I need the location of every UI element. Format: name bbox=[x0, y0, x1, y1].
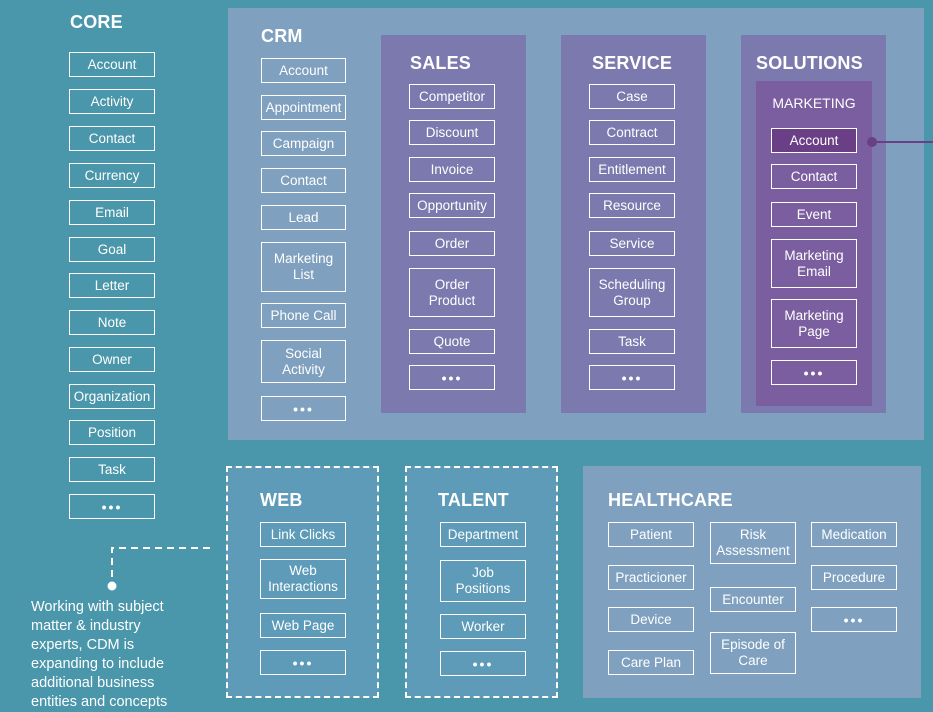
service-title: SERVICE bbox=[592, 53, 673, 73]
note-line: additional business bbox=[31, 675, 155, 691]
healthcare-item-practicioner: Practicioner bbox=[608, 565, 694, 590]
service-item-service: Service bbox=[589, 231, 675, 256]
core-item-email: Email bbox=[69, 200, 155, 225]
web-item-web-interactions: Web Interactions bbox=[260, 559, 346, 599]
core-item-goal: Goal bbox=[69, 237, 155, 262]
web-title: WEB bbox=[260, 490, 303, 510]
talent-title: TALENT bbox=[438, 490, 509, 510]
crm-item-appointment: Appointment bbox=[261, 95, 346, 120]
sales-item-competitor: Competitor bbox=[409, 84, 495, 109]
service-item-more: ••• bbox=[589, 365, 675, 390]
service-item-task: Task bbox=[589, 329, 675, 354]
web-item-more: ••• bbox=[260, 650, 346, 675]
solutions-item-more: ••• bbox=[771, 360, 857, 385]
solutions-item-account: Account bbox=[771, 128, 857, 153]
service-item-entitlement: Entitlement bbox=[589, 157, 675, 182]
sales-item-order-product: Order Product bbox=[409, 268, 495, 317]
sales-item-invoice: Invoice bbox=[409, 157, 495, 182]
service-item-resource: Resource bbox=[589, 193, 675, 218]
healthcare-item-risk-assessment: Risk Assessment bbox=[710, 522, 796, 564]
marketing-title: MARKETING bbox=[772, 95, 856, 111]
core-item-position: Position bbox=[69, 420, 155, 445]
talent-item-worker: Worker bbox=[440, 614, 526, 639]
service-item-scheduling-group: Scheduling Group bbox=[589, 268, 675, 317]
healthcare-item-episode-of-care: Episode of Care bbox=[710, 632, 796, 674]
talent-item-more: ••• bbox=[440, 651, 526, 676]
solutions-item-contact: Contact bbox=[771, 164, 857, 189]
sales-item-order: Order bbox=[409, 231, 495, 256]
healthcare-panel bbox=[583, 466, 921, 698]
core-item-note: Note bbox=[69, 310, 155, 335]
solutions-item-event: Event bbox=[771, 202, 857, 227]
healthcare-item-care-plan: Care Plan bbox=[608, 650, 694, 675]
connector-dot-icon bbox=[107, 581, 117, 591]
sales-panel bbox=[381, 35, 526, 413]
crm-item-contact: Contact bbox=[261, 168, 346, 193]
note-line: Working with subject bbox=[31, 599, 164, 615]
note-text: Working with subject matter & industry exp… bbox=[31, 598, 211, 712]
solutions-item-marketing-page: Marketing Page bbox=[771, 299, 857, 348]
service-item-case: Case bbox=[589, 84, 675, 109]
note-line: entities and concepts bbox=[31, 694, 168, 710]
talent-panel bbox=[405, 466, 558, 698]
sales-item-opportunity: Opportunity bbox=[409, 193, 495, 218]
service-item-contract: Contract bbox=[589, 120, 675, 145]
core-item-letter: Letter bbox=[69, 273, 155, 298]
core-item-account: Account bbox=[69, 52, 155, 77]
note-line: expanding to include bbox=[31, 656, 165, 672]
connector-left bbox=[107, 547, 210, 591]
healthcare-item-more: ••• bbox=[811, 607, 897, 632]
web-panel bbox=[226, 466, 379, 698]
sales-title: SALES bbox=[410, 53, 472, 73]
solutions-item-marketing-email: Marketing Email bbox=[771, 239, 857, 288]
crm-item-social-activity: Social Activity bbox=[261, 340, 346, 383]
connector-right bbox=[867, 137, 933, 147]
crm-item-more: ••• bbox=[261, 396, 346, 421]
crm-item-marketing-list: Marketing List bbox=[261, 242, 346, 292]
web-item-link-clicks: Link Clicks bbox=[260, 522, 346, 547]
core-item-contact: Contact bbox=[69, 126, 155, 151]
sales-item-quote: Quote bbox=[409, 329, 495, 354]
healthcare-item-patient: Patient bbox=[608, 522, 694, 547]
core-title: CORE bbox=[70, 12, 123, 32]
web-item-web-page: Web Page bbox=[260, 613, 346, 638]
healthcare-item-procedure: Procedure bbox=[811, 565, 897, 590]
talent-item-job-positions: Job Positions bbox=[440, 560, 526, 602]
solutions-title: SOLUTIONS bbox=[756, 53, 863, 73]
talent-item-department: Department bbox=[440, 522, 526, 547]
healthcare-item-encounter: Encounter bbox=[710, 587, 796, 612]
core-item-activity: Activity bbox=[69, 89, 155, 114]
service-panel bbox=[561, 35, 706, 413]
crm-item-lead: Lead bbox=[261, 205, 346, 230]
note-line: matter & industry bbox=[31, 618, 141, 634]
crm-item-phone-call: Phone Call bbox=[261, 303, 346, 328]
core-item-organization: Organization bbox=[69, 384, 155, 409]
crm-item-campaign: Campaign bbox=[261, 131, 346, 156]
sales-item-discount: Discount bbox=[409, 120, 495, 145]
crm-item-account: Account bbox=[261, 58, 346, 83]
sales-item-more: ••• bbox=[409, 365, 495, 390]
healthcare-title: HEALTHCARE bbox=[608, 490, 733, 510]
healthcare-item-device: Device bbox=[608, 607, 694, 632]
connector-dot-icon bbox=[867, 137, 877, 147]
core-item-currency: Currency bbox=[69, 163, 155, 188]
core-item-more: ••• bbox=[69, 494, 155, 519]
core-item-task: Task bbox=[69, 457, 155, 482]
note-line: experts, CDM is bbox=[31, 637, 135, 653]
healthcare-item-medication: Medication bbox=[811, 522, 897, 547]
core-item-owner: Owner bbox=[69, 347, 155, 372]
crm-title: CRM bbox=[261, 26, 303, 46]
